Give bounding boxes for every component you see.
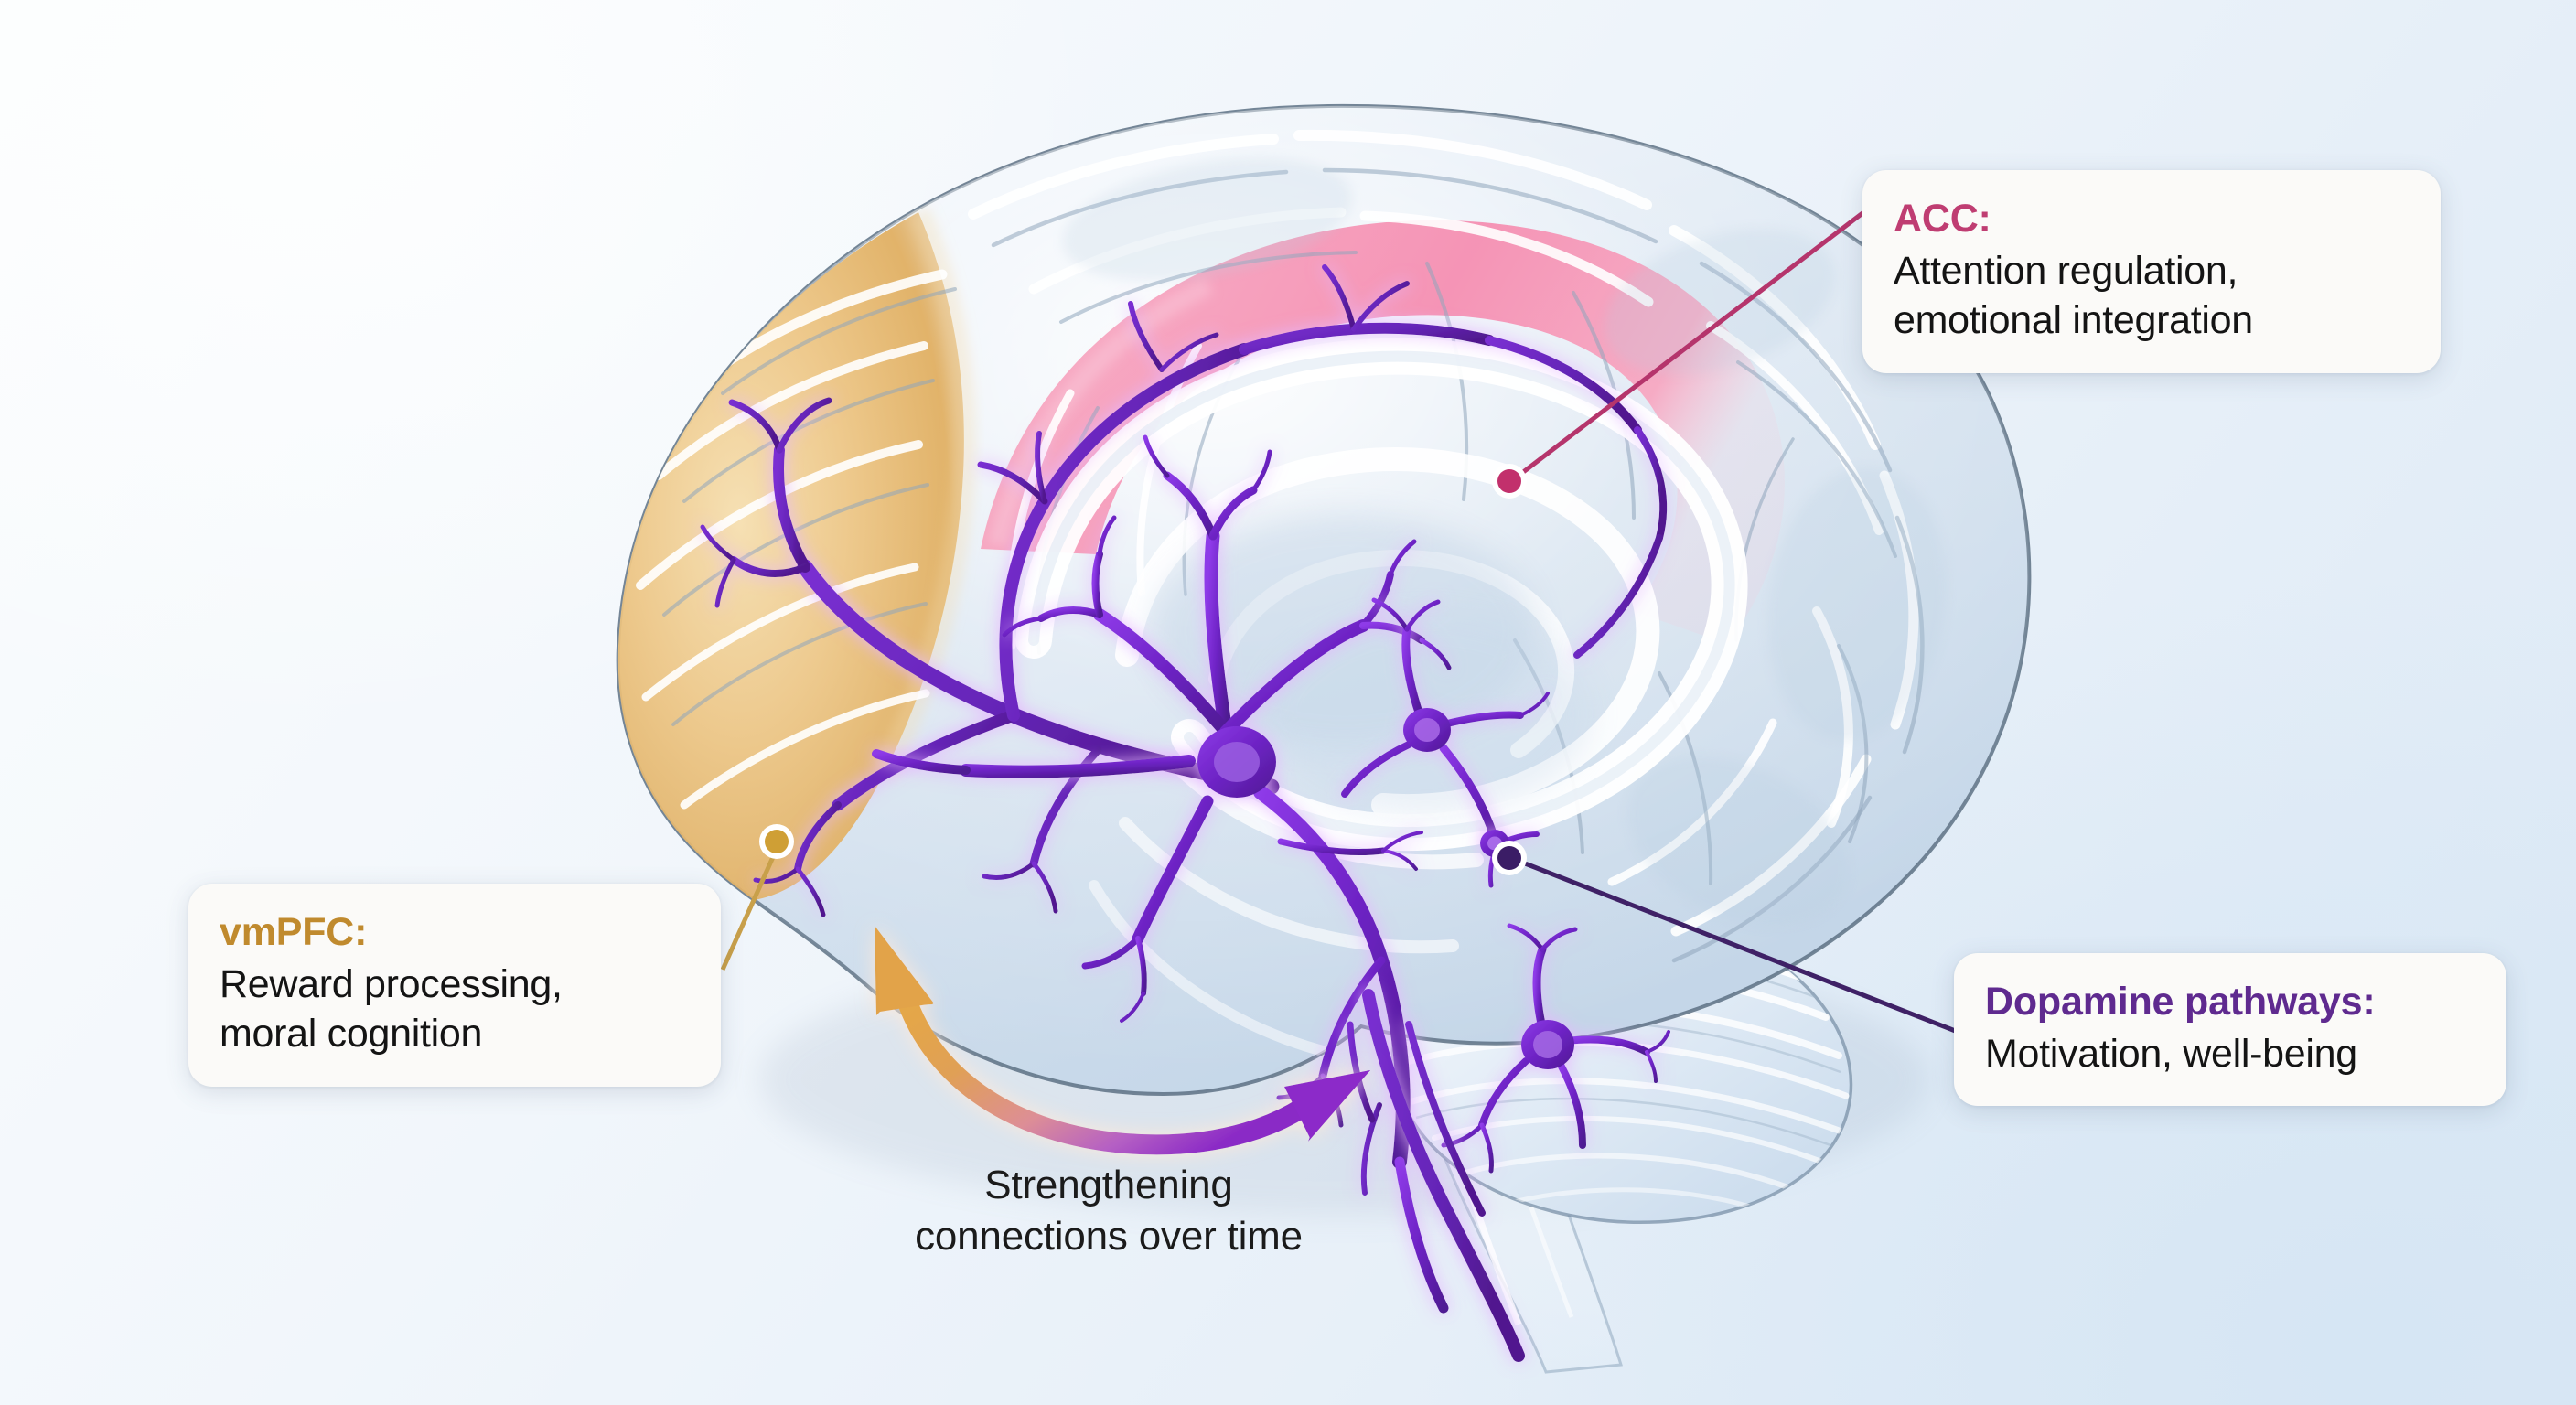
dopamine-fiber-tree (700, 264, 1668, 917)
strengthening-caption-line-2: connections over time (915, 1214, 1303, 1260)
dopamine-connector (1492, 841, 1959, 1035)
callout-acc[interactable]: ACC: Attention regulation, emotional int… (1862, 170, 2441, 373)
callout-vmpfc-title: vmPFC: (220, 910, 368, 954)
callout-acc-line-1: Attention regulation, (1894, 249, 2238, 294)
callout-vmpfc-line-1: Reward processing, (220, 962, 563, 1007)
callout-connectors (720, 209, 1959, 1035)
callout-acc-title: ACC: (1894, 197, 1991, 241)
vmpfc-connector (720, 824, 794, 971)
strengthening-connections-arrow (875, 926, 1370, 1155)
acc-region (981, 220, 1785, 644)
callout-acc-line-2: emotional integration (1894, 298, 2253, 343)
callout-dopamine-title: Dopamine pathways: (1985, 980, 2376, 1024)
strengthening-caption: Strengthening connections over time (834, 1160, 1383, 1263)
central-neuron (872, 434, 1452, 1314)
callout-vmpfc-line-2: moral cognition (220, 1012, 483, 1056)
callout-dopamine[interactable]: Dopamine pathways: Motivation, well-bein… (1954, 953, 2506, 1107)
strengthening-caption-line-1: Strengthening (984, 1163, 1233, 1207)
secondary-neuron (1341, 597, 1550, 850)
callout-dopamine-line-1: Motivation, well-being (1985, 1032, 2357, 1077)
callout-vmpfc[interactable]: vmPFC: Reward processing, moral cognitio… (188, 884, 721, 1087)
acc-connector (1492, 209, 1868, 499)
